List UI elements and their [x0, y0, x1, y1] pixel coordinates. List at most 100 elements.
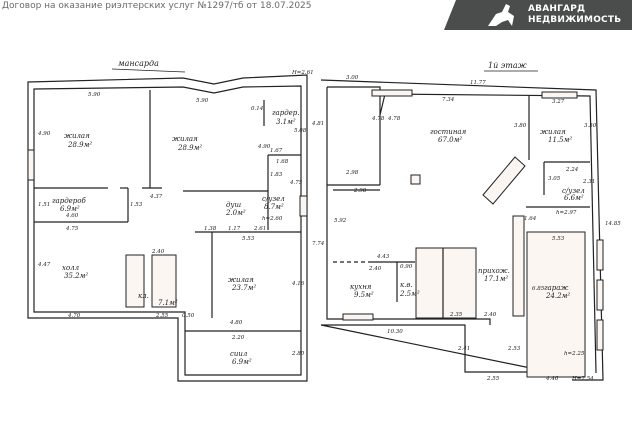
dimension: 2.35 [449, 312, 463, 318]
dimension: 11.77 [470, 80, 486, 86]
dimension: 4.46 [545, 376, 559, 382]
dimension: 4.75 [289, 180, 303, 186]
dimension: 0.14 [251, 106, 264, 112]
room-name: с/узел [562, 187, 585, 195]
dimension: 4.16 [291, 281, 305, 287]
dimension: 4.78 [387, 116, 401, 122]
room-area: 8.7м² [264, 203, 284, 211]
dimension: 2.80 [291, 351, 305, 357]
dimension: 2.31 [582, 179, 595, 185]
room-name: гардер. [272, 109, 299, 117]
dimension: 3.27 [552, 99, 565, 105]
dimension: 1.38 [204, 226, 217, 232]
dimension: 4.60 [65, 213, 79, 219]
dimension: 2.98 [345, 170, 359, 176]
room-area: 24.2м² [545, 292, 570, 300]
dimension: 1.68 [276, 159, 289, 165]
room-name: гардероб [52, 197, 86, 205]
room-area: 6.6м² [564, 194, 584, 202]
dimension: 3.05 [548, 176, 561, 182]
room-name: жилая [540, 128, 566, 136]
room-area: 11.5м² [548, 136, 572, 144]
room-name: гараж [544, 284, 568, 292]
floor1-title: 1й этаж [488, 61, 527, 70]
dimension: 3.50 [584, 123, 597, 129]
dimension: 3.80 [514, 123, 527, 129]
dimension: h=2.97 [556, 210, 577, 216]
dimension: 4.70 [67, 313, 81, 319]
dimension: 2.55 [486, 376, 500, 382]
room-name: прихож. [478, 267, 510, 275]
dimension: 4.37 [149, 194, 163, 200]
dimension: 5.08 [294, 128, 307, 134]
dimension: 2.55 [155, 313, 169, 319]
dimension: 4.78 [371, 116, 385, 122]
dimension: 2.40 [483, 312, 497, 318]
room-area: 6.9м² [60, 205, 80, 213]
room-name: душ [226, 201, 241, 209]
horse-rider-icon [488, 4, 514, 26]
mansard-dimensions: 5.90 5.90 4.90 4.90 0.14 5.08 1.67 1.68 … [37, 92, 324, 357]
room-area: 67.0м² [438, 136, 462, 144]
room-name: жилая [64, 132, 90, 140]
dimension: 3.00 [346, 75, 359, 81]
dimension: 4.43 [376, 254, 390, 260]
room-area: 9.5м² [354, 291, 374, 299]
dimension: 4.80 [229, 320, 243, 326]
dimension: 1.67 [270, 148, 283, 154]
room-name: кухня [350, 283, 372, 291]
room-name: сиил [230, 350, 247, 358]
dimension: h=2.60 [262, 216, 283, 222]
room-name: жилая [172, 135, 198, 143]
dimension: 4.75 [65, 226, 79, 232]
contract-caption: Договор на оказание риэлтерских услуг №1… [2, 1, 312, 11]
mansard-plan: мансарда H=2.61 жилая 28.9м² жилая 28.9м… [27, 59, 324, 382]
floor1-dimensions: 3.00 11.77 7.34 3.27 4.78 4.78 3.50 3.80… [312, 75, 621, 382]
room-area: 3.1м² [276, 118, 296, 126]
dimension: 14.85 [605, 221, 621, 227]
room-area: 7.1м² [158, 299, 178, 307]
dimension: 6.85 [532, 286, 545, 292]
dimension: 4.81 [311, 121, 324, 127]
room-area: 2.5м² [399, 290, 420, 298]
dimension: 5.53 [552, 236, 565, 242]
dimension: 7.74 [312, 241, 325, 247]
room-name: гостиная [430, 128, 467, 136]
room-name: с/узел [262, 195, 285, 203]
dimension: 1.64 [524, 216, 537, 222]
dimension: 4.47 [37, 262, 51, 268]
floor1-height: H=2.54 [571, 376, 594, 382]
dimension: 2.53 [507, 346, 521, 352]
logo-text: АВАНГАРД НЕДВИЖИМОСТЬ [528, 4, 621, 26]
room-area: 35.2м² [64, 272, 88, 280]
dimension: 4.90 [257, 144, 271, 150]
dimension: 0.50 [182, 313, 195, 319]
dimension: 5.92 [334, 218, 347, 224]
room-name: кл. [138, 292, 149, 300]
dimension: 5.53 [242, 236, 255, 242]
dimension: 1.83 [270, 172, 283, 178]
dimension: 2.40 [151, 249, 165, 255]
mansard-height: H=2.61 [291, 70, 314, 76]
dimension: 1.53 [130, 202, 143, 208]
dimension: 1.17 [228, 226, 241, 232]
dimension: 5.90 [88, 92, 101, 98]
dimension: 5.90 [196, 98, 209, 104]
room-area: 23.7м² [231, 284, 256, 292]
dimension: h=2.25 [564, 351, 585, 357]
dimension: 7.34 [442, 97, 455, 103]
dimension: 10.30 [387, 329, 403, 335]
dimension: 2.20 [231, 335, 245, 341]
dimension: 2.41 [457, 346, 470, 352]
dimension: 1.51 [38, 202, 50, 208]
room-area: 28.9м² [67, 141, 92, 149]
floor1-plan: 1й этаж H=2.54 гостиная 67.0м² жилая 11.… [312, 61, 621, 382]
room-area: 28.9м² [177, 144, 202, 152]
dimension: 2.98 [353, 188, 367, 194]
dimension: 4.90 [37, 131, 51, 137]
logo-line1: АВАНГАРД [528, 4, 586, 14]
room-area: 2.0м² [225, 209, 246, 217]
dimension: 2.24 [565, 167, 579, 173]
logo-line2: НЕДВИЖИМОСТЬ [528, 15, 622, 25]
